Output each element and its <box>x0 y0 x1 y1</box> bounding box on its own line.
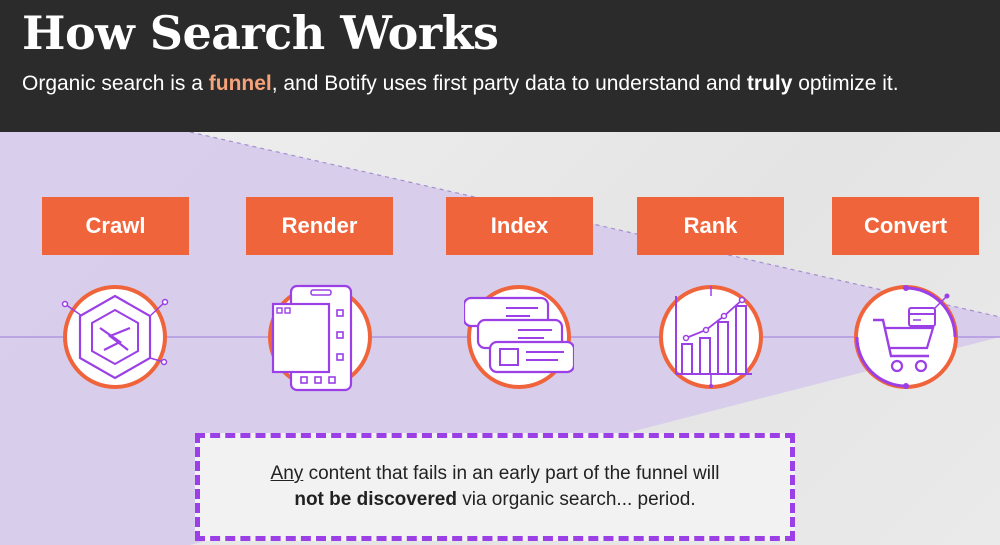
page-title: How Search Works <box>22 6 499 60</box>
crawl-hexagon-icon <box>61 285 169 389</box>
header-banner: How Search Works Organic search is a fun… <box>0 0 1000 132</box>
step-crawl-label: Crawl <box>42 197 189 255</box>
step-convert-label: Convert <box>832 197 979 255</box>
step-rank-label: Rank <box>637 197 784 255</box>
note-line-1: Any content that fails in an early part … <box>271 461 720 487</box>
note-not-discovered: not be discovered <box>294 489 457 510</box>
funnel-top-edge <box>189 132 1000 318</box>
note-line-1-rest: content that fails in an early part of t… <box>303 463 720 484</box>
subtitle-emphasis-truly: truly <box>746 72 793 95</box>
subtitle-part-1: Organic search is a <box>22 72 209 95</box>
rank-chart-icon <box>659 285 763 389</box>
convert-cart-icon <box>854 285 958 389</box>
subtitle-part-2: , and Botify uses first party data to un… <box>271 72 747 95</box>
subtitle-highlight-funnel: funnel <box>208 72 272 95</box>
note-any: Any <box>270 463 304 484</box>
subtitle-part-3: optimize it. <box>792 72 899 95</box>
step-index-label: Index <box>446 197 593 255</box>
funnel-note-box: Any content that fails in an early part … <box>195 433 795 541</box>
page-subtitle: Organic search is a funnel, and Botify u… <box>22 72 899 96</box>
note-line-2-rest: via organic search... period. <box>456 489 696 510</box>
funnel-stage: Crawl Render Index Rank Convert <box>0 132 1000 545</box>
step-render-label: Render <box>246 197 393 255</box>
index-cards-icon <box>464 285 574 389</box>
render-pages-icon <box>268 284 372 392</box>
note-line-2: not be discovered via organic search... … <box>294 487 695 513</box>
